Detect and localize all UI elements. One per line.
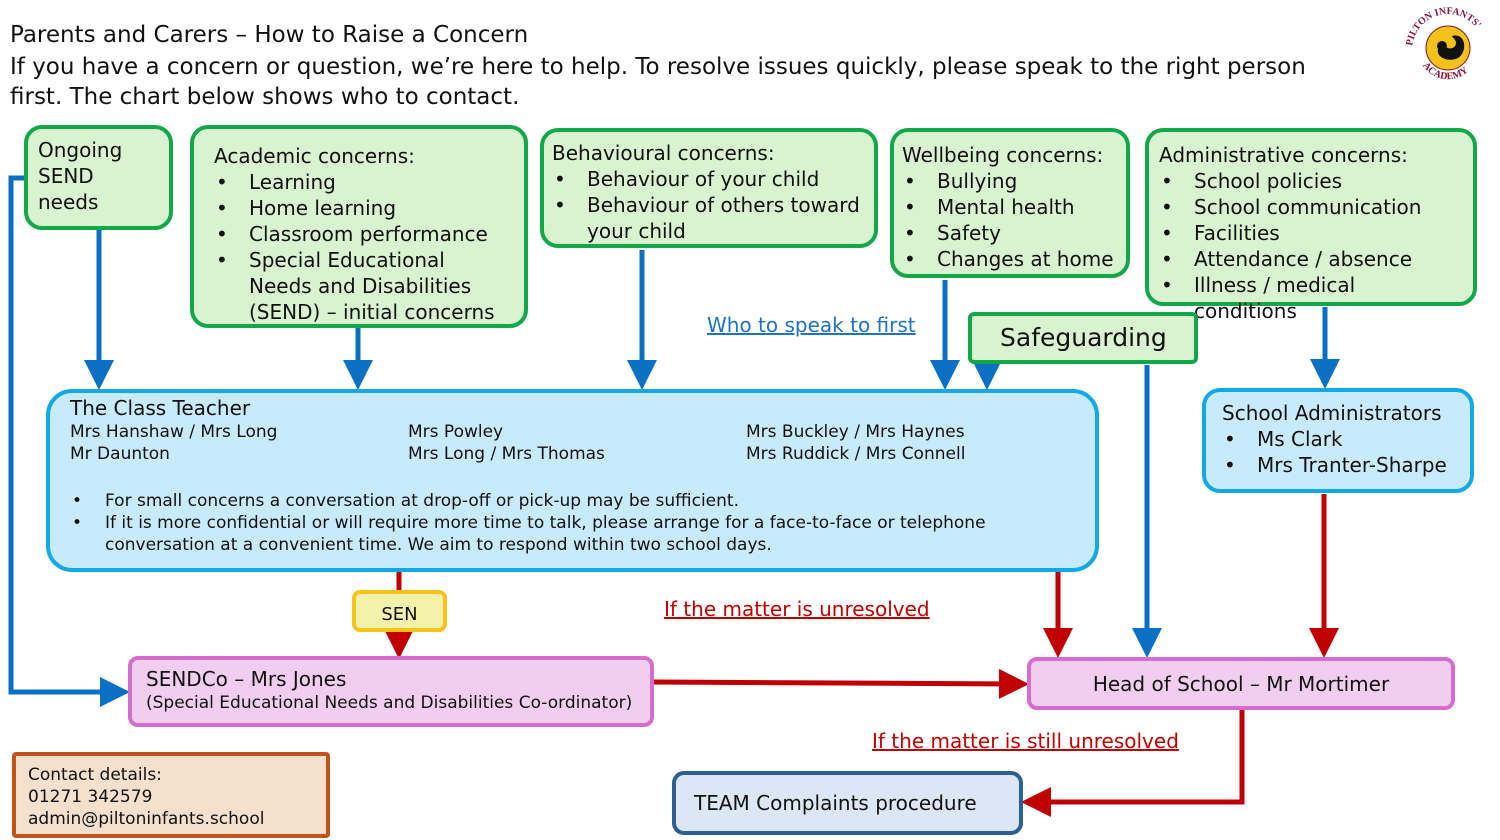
behavioural-list: Behaviour of your child Behaviour of oth…	[552, 166, 866, 244]
squirrel-icon	[1437, 35, 1465, 60]
list-item: Classroom performance	[214, 221, 504, 247]
list-item: Behaviour of your child	[552, 166, 866, 192]
sendco-title: SENDCo – Mrs Jones	[146, 667, 347, 691]
list-item: Safety	[902, 220, 1118, 246]
list-item: For small concerns a conversation at dro…	[70, 490, 1020, 512]
list-item: If it is more confidential or will requi…	[70, 512, 1020, 556]
head-of-school-box: Head of School – Mr Mortimer	[1027, 657, 1455, 710]
complaints-procedure-box: TEAM Complaints procedure	[672, 771, 1023, 835]
unresolved-label: If the matter is unresolved	[664, 597, 930, 621]
wellbeing-concerns-box: Wellbeing concerns: Bullying Mental heal…	[890, 128, 1130, 278]
intro-line-1: If you have a concern or question, we’re…	[10, 54, 1306, 80]
contact-email: admin@piltoninfants.school	[28, 809, 265, 829]
administrative-list: School policies School communication Fac…	[1159, 168, 1463, 324]
school-logo: PILTON INFANTS' ACADEMY	[1400, 6, 1496, 88]
teacher-name: Mrs Ruddick / Mrs Connell	[746, 444, 966, 464]
behavioural-concerns-box: Behavioural concerns: Behaviour of your …	[540, 128, 878, 248]
teacher-name: Mrs Long / Mrs Thomas	[408, 444, 605, 464]
who-to-speak-first-link[interactable]: Who to speak to first	[707, 313, 916, 337]
ongoing-line-2: SEND needs	[38, 164, 99, 214]
list-item: Learning	[214, 169, 504, 195]
list-item: Changes at home	[902, 246, 1118, 272]
teacher-name: Mr Daunton	[70, 444, 170, 464]
list-item: Mrs Tranter-Sharpe	[1222, 452, 1454, 478]
teacher-name: Mrs Hanshaw / Mrs Long	[70, 422, 278, 442]
class-teacher-notes: For small concerns a conversation at dro…	[70, 490, 1020, 556]
arrow-head-to-complaints	[1021, 710, 1245, 817]
teacher-name: Mrs Buckley / Mrs Haynes	[746, 422, 965, 442]
list-item: Home learning	[214, 195, 504, 221]
administrative-title: Administrative concerns:	[1159, 143, 1408, 167]
list-item: Illness / medical conditions	[1159, 272, 1463, 324]
list-item: Behaviour of others toward your child	[552, 192, 866, 244]
arrow-ongoing-to-sendco	[8, 175, 130, 707]
class-teacher-title: The Class Teacher	[70, 396, 251, 420]
teacher-names: Mrs Hanshaw / Mrs Long Mr Daunton Mrs Po…	[70, 421, 1075, 465]
page-title: Parents and Carers – How to Raise a Conc…	[10, 22, 529, 48]
arrow-sendco-to-head	[653, 668, 1029, 699]
sendco-subtitle: (Special Educational Needs and Disabilit…	[146, 693, 633, 713]
teacher-name: Mrs Powley	[408, 422, 504, 442]
administrative-concerns-box: Administrative concerns: School policies…	[1145, 128, 1477, 323]
administrators-title: School Administrators	[1222, 401, 1442, 425]
ongoing-line-1: Ongoing	[38, 138, 123, 162]
teacher-column: Mrs Buckley / Mrs Haynes Mrs Ruddick / M…	[746, 421, 965, 465]
teacher-column: Mrs Powley Mrs Long / Mrs Thomas	[408, 421, 746, 465]
list-item: School communication	[1159, 194, 1463, 220]
contact-details-box: Contact details: 01271 342579 admin@pilt…	[12, 752, 330, 838]
still-unresolved-label: If the matter is still unresolved	[872, 729, 1179, 753]
sendco-box: SENDCo – Mrs Jones (Special Educational …	[128, 656, 654, 727]
sen-label: SEN	[352, 590, 447, 632]
class-teacher-box: The Class Teacher Mrs Hanshaw / Mrs Long…	[46, 389, 1099, 572]
academic-title: Academic concerns:	[214, 144, 415, 168]
school-administrators-box: School Administrators Ms Clark Mrs Trant…	[1202, 388, 1474, 493]
list-item: Special Educational Needs and Disabiliti…	[214, 247, 504, 325]
academic-list: Learning Home learning Classroom perform…	[214, 169, 504, 325]
list-item: Mental health	[902, 194, 1118, 220]
behavioural-title: Behavioural concerns:	[552, 141, 775, 165]
contact-label: Contact details:	[28, 765, 162, 785]
list-item: Bullying	[902, 168, 1118, 194]
contact-phone: 01271 342579	[28, 787, 153, 807]
ongoing-send-box: Ongoing SEND needs	[24, 125, 173, 230]
intro-line-2: first. The chart below shows who to cont…	[10, 84, 520, 110]
wellbeing-title: Wellbeing concerns:	[902, 143, 1104, 167]
safeguarding-box: Safeguarding	[968, 312, 1198, 364]
list-item: Attendance / absence	[1159, 246, 1463, 272]
academic-concerns-box: Academic concerns: Learning Home learnin…	[190, 125, 528, 328]
wellbeing-list: Bullying Mental health Safety Changes at…	[902, 168, 1118, 272]
administrators-list: Ms Clark Mrs Tranter-Sharpe	[1222, 426, 1454, 478]
list-item: Facilities	[1159, 220, 1463, 246]
intro-text: If you have a concern or question, we’re…	[10, 52, 1330, 112]
teacher-column: Mrs Hanshaw / Mrs Long Mr Daunton	[70, 421, 408, 465]
list-item: Ms Clark	[1222, 426, 1454, 452]
list-item: School policies	[1159, 168, 1463, 194]
